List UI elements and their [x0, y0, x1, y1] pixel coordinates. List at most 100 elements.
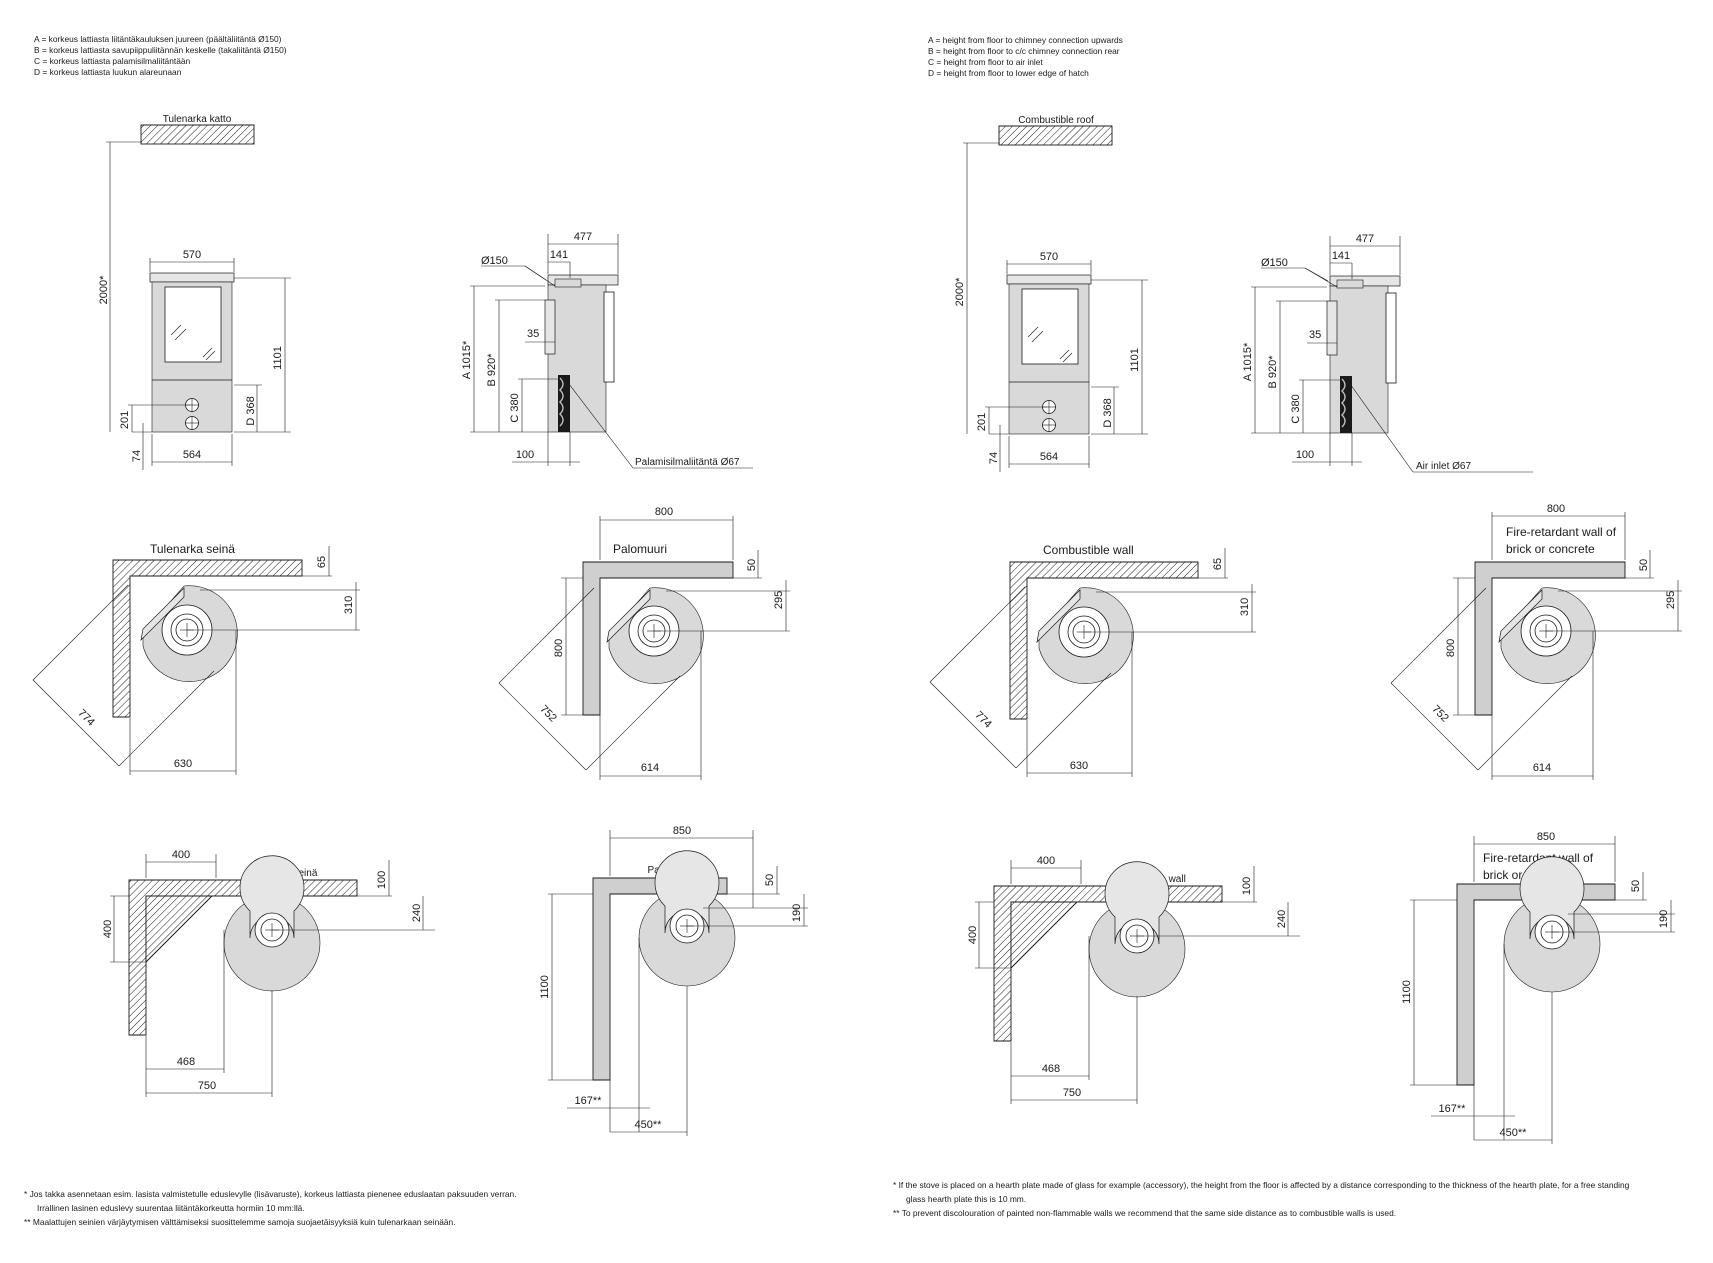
- dim-190: 190: [791, 904, 803, 922]
- corner-fire-en: Fire-retardant wall of brick or concrete…: [1390, 503, 1682, 780]
- dim-1100-en: 1100: [1401, 980, 1413, 1004]
- stove-body-side: [547, 284, 607, 433]
- dim-65: 65: [316, 556, 328, 568]
- roof-label: Tulenarka katto: [163, 114, 232, 125]
- air-inlet-label-en: Air inlet Ø67: [1416, 461, 1471, 472]
- dim-b-920: B 920*: [486, 353, 498, 387]
- dim-295: 295: [773, 591, 785, 609]
- dim-201: 201: [119, 411, 131, 429]
- dim-d-368-en: D 368: [1102, 398, 1114, 427]
- side-view-en: 477 141 Ø150 A 1015* B 920* 35 C 380 100…: [1242, 233, 1533, 473]
- dim-400-side-en: 400: [967, 926, 979, 944]
- dim-400-top: 400: [172, 849, 190, 861]
- parallel-fire-en: Fire-retardant wall of brick or concrete…: [1401, 831, 1675, 1144]
- dim-310-en: 310: [1239, 598, 1251, 616]
- dim-190-en: 190: [1658, 910, 1670, 928]
- dim-850-en: 850: [1537, 831, 1555, 843]
- legend-fi-d: D = korkeus lattiasta luukun alareunaan: [34, 67, 182, 77]
- dim-depth-477-en: 477: [1356, 233, 1374, 245]
- footnote-en-1: * If the stove is placed on a hearth pla…: [893, 1180, 1630, 1190]
- parallel-combustible-fi: Tulenarka seinä 400 100 240 400 468 750: [102, 849, 435, 1097]
- dim-800-top: 800: [655, 506, 673, 518]
- dim-width-564: 564: [183, 449, 201, 461]
- dim-50-en: 50: [1638, 559, 1650, 571]
- dim-468-en: 468: [1042, 1063, 1060, 1075]
- dim-750: 750: [198, 1080, 216, 1092]
- dim-630-en: 630: [1070, 760, 1088, 772]
- corner-combustible-en: Combustible wall 65 310 774 630: [929, 543, 1256, 777]
- dim-167: 167**: [575, 1095, 603, 1107]
- dim-240: 240: [411, 904, 423, 922]
- side-view-fi: 477 141 Ø150 A 1015* B 920* 35 C 380 100…: [461, 231, 753, 469]
- dim-width-564-en: 564: [1040, 451, 1058, 463]
- dim-height-1101-en: 1101: [1129, 348, 1141, 372]
- dim-c-380-en: C 380: [1290, 394, 1302, 423]
- footnote-en-2: glass hearth plate this is 10 mm.: [906, 1194, 1026, 1204]
- dim-50: 50: [746, 559, 758, 571]
- footnotes-fi: * Jos takka asennetaan esim. lasista val…: [24, 1189, 517, 1227]
- comb-wall-title-en: Combustible wall: [1043, 543, 1134, 557]
- footnotes-en: * If the stove is placed on a hearth pla…: [893, 1180, 1630, 1218]
- dim-201-en: 201: [976, 413, 988, 431]
- dim-100-par-en: 100: [1241, 877, 1253, 895]
- dim-50-par-en: 50: [1630, 880, 1642, 892]
- dim-141-en: 141: [1332, 250, 1350, 262]
- parallel-fire-fi: Palomuuri 850 50 190 1100 167** 450**: [539, 825, 808, 1136]
- fire-wall-line2: brick or concrete: [1506, 542, 1595, 556]
- dim-100-en: 100: [1296, 449, 1314, 461]
- dim-614-en: 614: [1533, 762, 1551, 774]
- dim-752: 752: [537, 703, 558, 724]
- dim-74: 74: [131, 450, 143, 462]
- dim-630: 630: [174, 758, 192, 770]
- roof-label-en: Combustible roof: [1018, 115, 1094, 126]
- front-view-fi: Tulenarka katto 2000* 570 1101 D 368 201…: [98, 114, 291, 470]
- dim-depth-477: 477: [574, 231, 592, 243]
- dim-468: 468: [177, 1056, 195, 1068]
- dim-c-380: C 380: [509, 393, 521, 422]
- dim-35-en: 35: [1309, 329, 1321, 341]
- front-view-en: Combustible roof 2000* 570 1101 D 368 20…: [954, 115, 1148, 472]
- legend-en-b: B = height from floor to c/c chimney con…: [928, 46, 1120, 56]
- footnote-fi-2: Irrallinen lasinen eduslevy suurentaa li…: [37, 1203, 305, 1213]
- parallel-combustible-en: Combustible wall 400 100 240 400 468 750: [967, 855, 1300, 1104]
- dim-752-en: 752: [1429, 703, 1450, 724]
- dim-74-en: 74: [988, 452, 1000, 464]
- footnote-fi-3: ** Maalattujen seinien värjäytymisen väl…: [24, 1217, 456, 1227]
- footnote-fi-1: * Jos takka asennetaan esim. lasista val…: [24, 1189, 517, 1199]
- corner-fire-fi: Palomuuri 800 50 295 800 752 614: [498, 506, 790, 780]
- dim-height-1101: 1101: [272, 346, 284, 370]
- footnote-en-3: ** To prevent discolouration of painted …: [893, 1208, 1396, 1218]
- dim-167-en: 167**: [1439, 1103, 1467, 1115]
- dim-a-1015: A 1015*: [461, 340, 473, 379]
- legend-fi: A = korkeus lattiasta liitäntäkauluksen …: [34, 34, 287, 77]
- fire-wall-line1: Fire-retardant wall of: [1506, 525, 1617, 539]
- air-inlet-label: Palamisilmaliitäntä Ø67: [635, 457, 740, 468]
- dim-width-570: 570: [183, 249, 201, 261]
- stove-window: [164, 286, 222, 363]
- corner-combustible-fi: Tulenarka seinä 65 310 774 630: [32, 542, 360, 775]
- dim-d-368: D 368: [245, 396, 257, 425]
- legend-en: A = height from floor to chimney connect…: [928, 35, 1123, 78]
- dim-400-top-en: 400: [1037, 855, 1055, 867]
- roof-hatch: [140, 124, 255, 145]
- dim-850: 850: [673, 825, 691, 837]
- dim-310: 310: [343, 596, 355, 614]
- legend-fi-b: B = korkeus lattiasta savupiippuliitännä…: [34, 45, 287, 55]
- comb-wall-title: Tulenarka seinä: [150, 542, 235, 556]
- dim-750-en: 750: [1063, 1087, 1081, 1099]
- dim-b-920-en: B 920*: [1267, 355, 1279, 389]
- dim-450-en: 450**: [1500, 1127, 1528, 1139]
- legend-en-a: A = height from floor to chimney connect…: [928, 35, 1123, 45]
- dim-800-side-en: 800: [1445, 639, 1457, 657]
- dim-height-2000-en: 2000*: [954, 277, 966, 306]
- legend-en-d: D = height from floor to lower edge of h…: [928, 68, 1089, 78]
- dim-800-top-en: 800: [1547, 503, 1565, 515]
- dim-800-side: 800: [553, 639, 565, 657]
- stove-top: [149, 272, 235, 283]
- dim-width-570-en: 570: [1040, 251, 1058, 263]
- dim-100-par: 100: [376, 871, 388, 889]
- legend-fi-c: C = korkeus lattiasta palamisilmaliitänt…: [34, 56, 191, 66]
- legend-fi-a: A = korkeus lattiasta liitäntäkauluksen …: [34, 34, 282, 44]
